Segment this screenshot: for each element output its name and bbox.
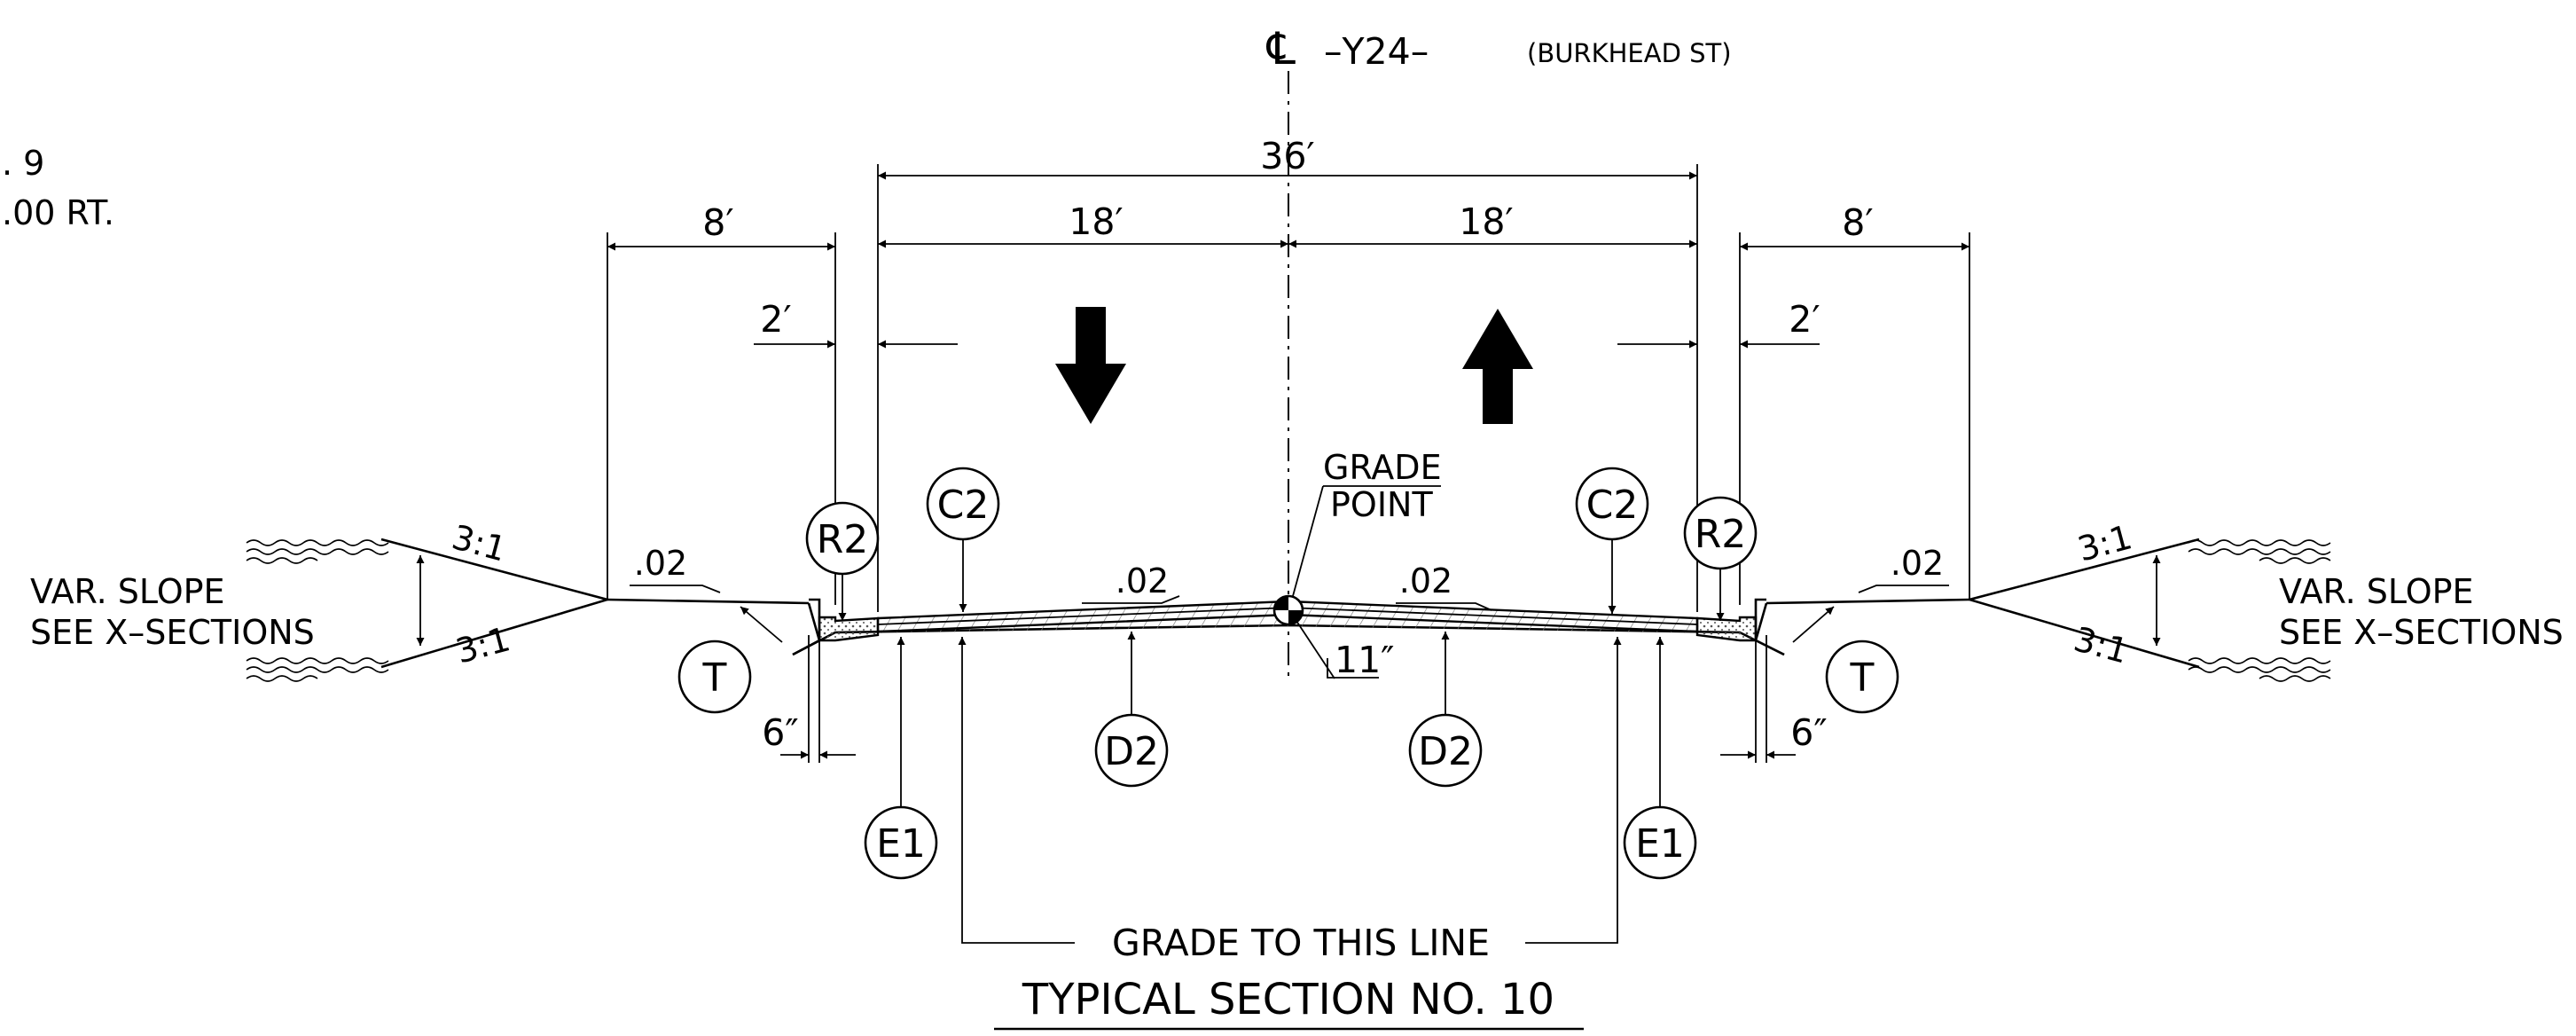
callout-r2-right-circle [1683, 496, 1758, 570]
berm-left [607, 598, 810, 605]
slope-cut-left-lower: 3:1 [451, 619, 513, 671]
dim-berm-right: 8′ [1842, 201, 1873, 244]
slope-berm-right-mark [1858, 585, 1949, 593]
callout-c2-right-circle [1575, 467, 1649, 541]
callout-r2-right: R2 [1695, 512, 1747, 557]
dim-curb-left: 6″ [762, 711, 798, 754]
cut-slope-left [380, 538, 612, 669]
slope-berm-left-mark [630, 585, 721, 593]
depth-mark [1327, 658, 1379, 679]
street-label: (BURKHEAD ST) [1527, 38, 1732, 68]
grade-point-line2: POINT [1330, 485, 1433, 524]
callout-t-left: T [702, 655, 727, 701]
callout-t-right-circle [1825, 640, 1899, 714]
berm-right [1766, 598, 1970, 605]
grade-point-leader [1292, 485, 1324, 597]
curb-gutter-left [818, 616, 880, 642]
dim-curb-right: 6″ [1790, 711, 1827, 754]
dim-berm-left: 8′ [702, 201, 733, 244]
callout-r2-left-circle [805, 501, 880, 576]
curb-face-left [809, 598, 821, 640]
callout-c2-right: C2 [1586, 483, 1639, 528]
depth-leader [1296, 620, 1335, 679]
curb-gutter-right [1695, 616, 1758, 642]
dim-gutter-left: 2′ [760, 298, 791, 341]
callout-t-right: T [1850, 655, 1875, 701]
callout-t-right-leader [1792, 606, 1835, 643]
ground-hatch-left [246, 539, 389, 682]
dim-gutter-right: 2′ [1789, 298, 1820, 341]
callout-t-left-leader [740, 606, 783, 643]
slope-pavement-right: .02 [1399, 561, 1452, 600]
callout-d2-right: D2 [1418, 729, 1473, 774]
var-slope-right-line2: SEE X–SECTIONS [2279, 613, 2564, 652]
grade-line-leader-right [1525, 637, 1622, 944]
slope-berm-left: .02 [634, 544, 687, 583]
slope-pavement-right-mark [1396, 602, 1492, 611]
dim-depth: 11″ [1335, 639, 1395, 681]
grade-line-note: GRADE TO THIS LINE [1112, 922, 1490, 964]
station-fragment-line2: .00 RT. [2, 193, 114, 232]
var-slope-right-line1: VAR. SLOPE [2279, 572, 2474, 611]
dim-total-width: 36′ [1260, 135, 1314, 177]
callout-d2-right-circle [1408, 713, 1483, 788]
centerline-symbol: ℄ [1265, 23, 1296, 75]
slope-pavement-left-mark [1082, 595, 1180, 604]
slope-cut-left-upper: 3:1 [448, 517, 510, 569]
alignment-label: –Y24– [1324, 30, 1429, 73]
section-title: TYPICAL SECTION NO. 10 [1022, 975, 1554, 1024]
traffic-direction-up-arrow [1462, 309, 1533, 424]
station-fragment-line1: . 9 [2, 144, 44, 183]
callout-t-left-circle [677, 640, 752, 714]
extension-lines [607, 164, 1970, 612]
curb-back-right [1754, 602, 1785, 656]
surface-mid-line [877, 607, 1289, 625]
slope-berm-right: .02 [1891, 544, 1944, 583]
callout-e1-right-circle [1623, 805, 1697, 880]
curb-back-left [792, 602, 821, 656]
dim-lane-right: 18′ [1459, 200, 1513, 243]
callout-r2-left: R2 [817, 517, 869, 562]
callout-c2-left-circle [926, 467, 1000, 541]
surface-mid-line-right [1288, 607, 1698, 625]
dim-lane-left: 18′ [1069, 200, 1123, 243]
grade-point-line1: GRADE [1323, 448, 1442, 487]
ground-hatch-right [2188, 539, 2331, 682]
var-slope-left-line1: VAR. SLOPE [30, 572, 225, 611]
callout-d2-left-circle [1094, 713, 1169, 788]
grade-point-symbol [1272, 594, 1304, 626]
callout-d2-left: D2 [1104, 729, 1159, 774]
curb-face-right [1754, 598, 1766, 640]
slope-cut-right-upper: 3:1 [2073, 517, 2135, 569]
callout-c2-left: C2 [937, 483, 990, 528]
callout-e1-left-circle [864, 805, 938, 880]
slope-cut-right-lower: 3:1 [2070, 619, 2132, 671]
grade-line-leader-left [958, 637, 1075, 944]
callout-e1-left: E1 [876, 821, 926, 867]
var-slope-left-line2: SEE X–SECTIONS [30, 613, 315, 652]
callout-e1-right: E1 [1635, 821, 1685, 867]
traffic-direction-down-arrow [1055, 307, 1126, 424]
slope-pavement-left: .02 [1116, 561, 1169, 600]
cut-slope-right [1965, 538, 2200, 669]
